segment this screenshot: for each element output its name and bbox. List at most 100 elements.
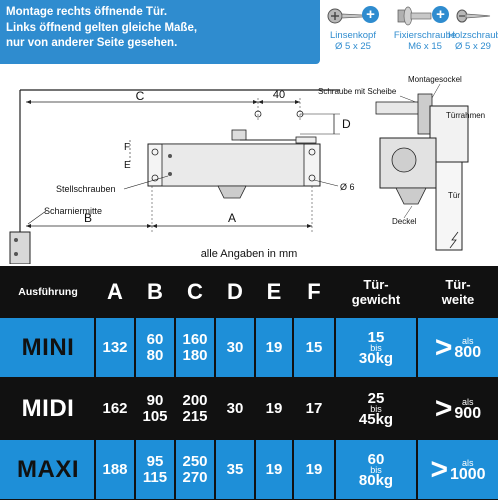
dimension-table: Ausführung A B C D E F Tür- gewicht Tür-… — [0, 266, 498, 500]
cell-a: 132 — [102, 339, 128, 356]
mounting-note-line-3: nur von anderer Seite gesehen. — [6, 37, 178, 49]
pinion — [217, 185, 247, 199]
dim-c-label: C — [136, 89, 145, 103]
column-divider — [214, 440, 216, 499]
dim-f-label: F — [124, 142, 130, 153]
dim-e-label: E — [124, 160, 131, 171]
label-bohrung: Ø 6 — [340, 182, 355, 192]
weight-sep: bis — [370, 342, 382, 353]
cell-d: 30 — [226, 339, 244, 356]
header-tuerweite-line1: Tür- — [445, 277, 471, 292]
part-size: M6 x 15 — [408, 41, 442, 52]
weight-to: 30kg — [358, 349, 394, 367]
header-banner: Montage rechts öffnende Tür. Links öffne… — [0, 0, 498, 64]
cell-f: 17 — [305, 400, 323, 417]
lens-head-screw-icon — [327, 8, 366, 24]
weight-sep: bis — [370, 464, 382, 475]
column-divider — [134, 318, 136, 377]
plus-icon: + — [432, 6, 449, 23]
column-divider — [334, 379, 336, 438]
part-name: Holzschraube — [448, 30, 498, 41]
header-b: B — [147, 279, 163, 304]
cell-b-min: 60 — [146, 330, 164, 348]
header-tuerweite-line2: weite — [441, 292, 475, 307]
cell-c-max: 270 — [182, 468, 208, 486]
arm — [295, 136, 317, 144]
part-size: Ø 5 x 29 — [455, 41, 491, 52]
column-divider — [254, 440, 256, 499]
column-divider — [174, 440, 176, 499]
technical-drawing: C 40 D F E Stellschraub — [0, 64, 498, 265]
weight-to: 45kg — [358, 410, 394, 428]
cell-c-max: 215 — [182, 407, 208, 425]
column-divider — [416, 440, 418, 499]
cell-d: 30 — [226, 400, 244, 417]
width-sep: als — [462, 457, 474, 468]
units-caption: alle Angaben in mm — [200, 248, 298, 260]
drawing-svg: C 40 D F E Stellschraub — [9, 75, 485, 265]
weight-to: 80kg — [358, 471, 394, 489]
label-scharniermitte: Scharniermitte — [44, 206, 102, 216]
cell-a: 162 — [102, 400, 128, 417]
hole-icon — [151, 148, 159, 156]
column-divider — [254, 379, 256, 438]
dim-40-label: 40 — [273, 89, 285, 101]
cell-d: 35 — [226, 461, 244, 478]
wood-screw-icon — [456, 9, 491, 23]
row-model-name: MAXI — [17, 455, 79, 483]
label-tuer: Tür — [448, 191, 460, 200]
cell-b-max: 105 — [142, 407, 168, 425]
column-divider — [334, 318, 336, 377]
label-deckel: Deckel — [392, 217, 417, 226]
header-a: A — [107, 279, 123, 304]
cell-c-min: 250 — [182, 452, 208, 470]
weight-from: 25 — [367, 389, 385, 407]
header-tuergewicht-line1: Tür- — [363, 277, 389, 292]
width-sep: als — [462, 396, 474, 407]
column-divider — [214, 318, 216, 377]
column-divider — [174, 318, 176, 377]
header-ausfuehrung: Ausführung — [18, 286, 78, 298]
cell-e: 19 — [265, 339, 283, 356]
mounting-note-line-2: Links öffnend gelten gleiche Maße, — [6, 21, 198, 34]
column-divider — [94, 318, 96, 377]
label-tuerrahmen: Türrahmen — [446, 111, 485, 120]
column-divider — [134, 440, 136, 499]
column-divider — [292, 440, 294, 499]
cell-f: 19 — [305, 461, 323, 478]
row-model-name: MINI — [21, 333, 75, 361]
cell-b-max: 115 — [142, 468, 168, 486]
column-divider — [416, 379, 418, 438]
column-divider — [134, 379, 136, 438]
hole-icon — [151, 174, 159, 182]
row-model-name: MIDI — [21, 394, 75, 422]
header-tuergewicht-line2: gewicht — [351, 292, 401, 307]
label-montagesockel: Montagesockel — [408, 75, 462, 84]
column-divider — [416, 318, 418, 377]
mounting-note: Montage rechts öffnende Tür. Links öffne… — [6, 5, 316, 52]
part-name: Linsenkopf — [330, 30, 376, 41]
column-divider — [94, 379, 96, 438]
greater-than-icon: > — [430, 452, 448, 486]
plus-icon: + — [362, 6, 379, 23]
hole-icon — [308, 174, 316, 182]
header-c: C — [187, 279, 203, 304]
width-value: 800 — [454, 343, 482, 361]
table-header: Ausführung A B C D E F Tür- gewicht Tür-… — [0, 266, 498, 318]
label-stellschrauben: Stellschrauben — [56, 184, 116, 194]
cell-a: 188 — [102, 461, 128, 478]
banner-background — [0, 0, 320, 64]
header-f: F — [307, 279, 321, 304]
weight-sep: bis — [370, 403, 382, 414]
